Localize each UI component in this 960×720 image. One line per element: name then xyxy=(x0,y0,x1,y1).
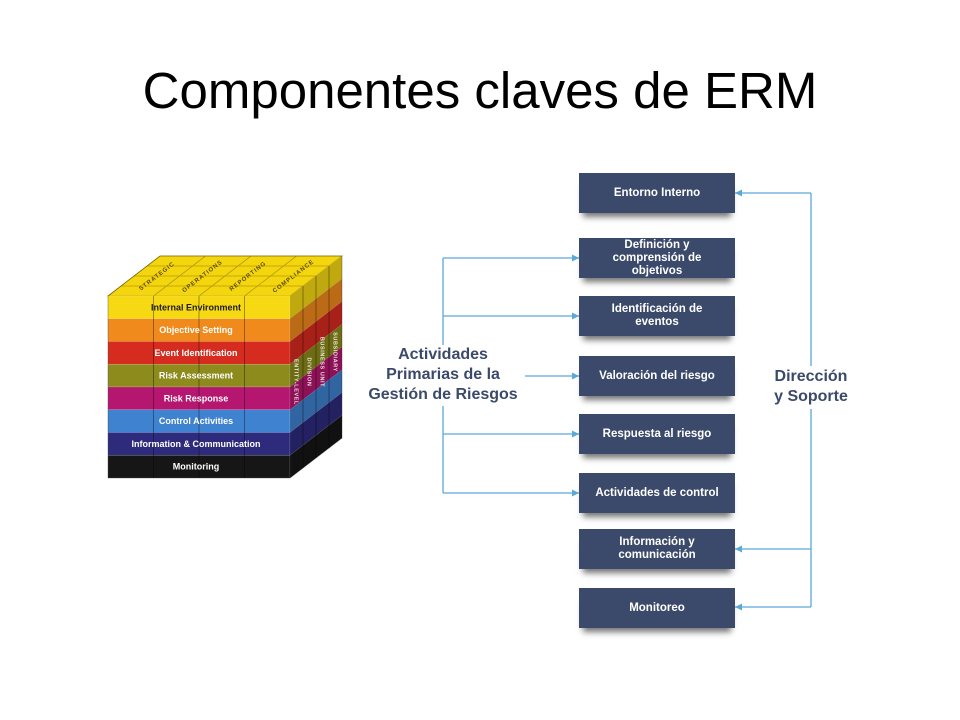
cube-row-label: Risk Assessment xyxy=(159,371,233,381)
cube-top-grid xyxy=(121,255,329,297)
side-label-division: DIVISION xyxy=(306,358,312,387)
step-box-actividades-control: Actividades de control xyxy=(579,473,735,513)
step-box-respuesta-riesgo: Respuesta al riesgo xyxy=(579,414,735,454)
step-label: Valoración del riesgo xyxy=(599,369,715,382)
step-label: Monitoreo xyxy=(629,601,685,614)
support-label: Dirección y Soporte xyxy=(774,368,848,405)
cube-row-label: Objective Setting xyxy=(159,325,233,335)
cube-row-label: Monitoring xyxy=(173,462,220,472)
step-label: Identificación de eventos xyxy=(611,303,703,328)
cube-side-row xyxy=(289,414,343,479)
cube-right-face: ENTITY-LEVEL DIVISION BUSINESS UNIT SUBS… xyxy=(107,255,343,479)
step-box-identificacion-eventos: Identificación de eventos xyxy=(579,296,735,336)
step-box-monitoreo: Monitoreo xyxy=(579,588,735,628)
step-box-informacion-comunicacion: Información y comunicación xyxy=(579,529,735,569)
side-label-entity-level: ENTITY-LEVEL xyxy=(293,359,299,405)
cube-row-label: Control Activities xyxy=(159,416,233,426)
step-box-valoracion-riesgo: Valoración del riesgo xyxy=(579,356,735,396)
cube-side-shade xyxy=(290,256,342,478)
cube-row-label: Event Identification xyxy=(154,348,237,358)
step-label: Respuesta al riesgo xyxy=(602,427,712,440)
slide-title: Componentes claves de ERM xyxy=(142,62,818,119)
primary-activities-label: Actividades Primarias de la Gestión de R… xyxy=(368,346,518,403)
cube-front-face: Internal Environment Objective Setting E… xyxy=(107,295,291,479)
side-label-business-unit: BUSINESS UNIT xyxy=(319,337,325,387)
cube-row-label: Information & Communication xyxy=(132,439,261,449)
step-label: Definición y comprensión de objetivos xyxy=(612,238,702,277)
step-box-entorno-interno: Entorno Interno xyxy=(579,173,735,213)
step-box-definicion-objetivos: Definición y comprensión de objetivos xyxy=(579,238,735,278)
cube-side-grid xyxy=(302,266,330,468)
step-label: Actividades de control xyxy=(595,486,719,499)
cube-outline xyxy=(107,255,343,479)
cube-front-grid xyxy=(153,296,245,478)
side-label-subsidiary: SUBSIDIARY xyxy=(332,332,338,372)
step-label: Información y comunicación xyxy=(618,536,696,561)
cube-row-label: Internal Environment xyxy=(151,302,241,312)
step-label: Entorno Interno xyxy=(613,186,701,199)
cube-row-label: Risk Response xyxy=(164,393,229,403)
